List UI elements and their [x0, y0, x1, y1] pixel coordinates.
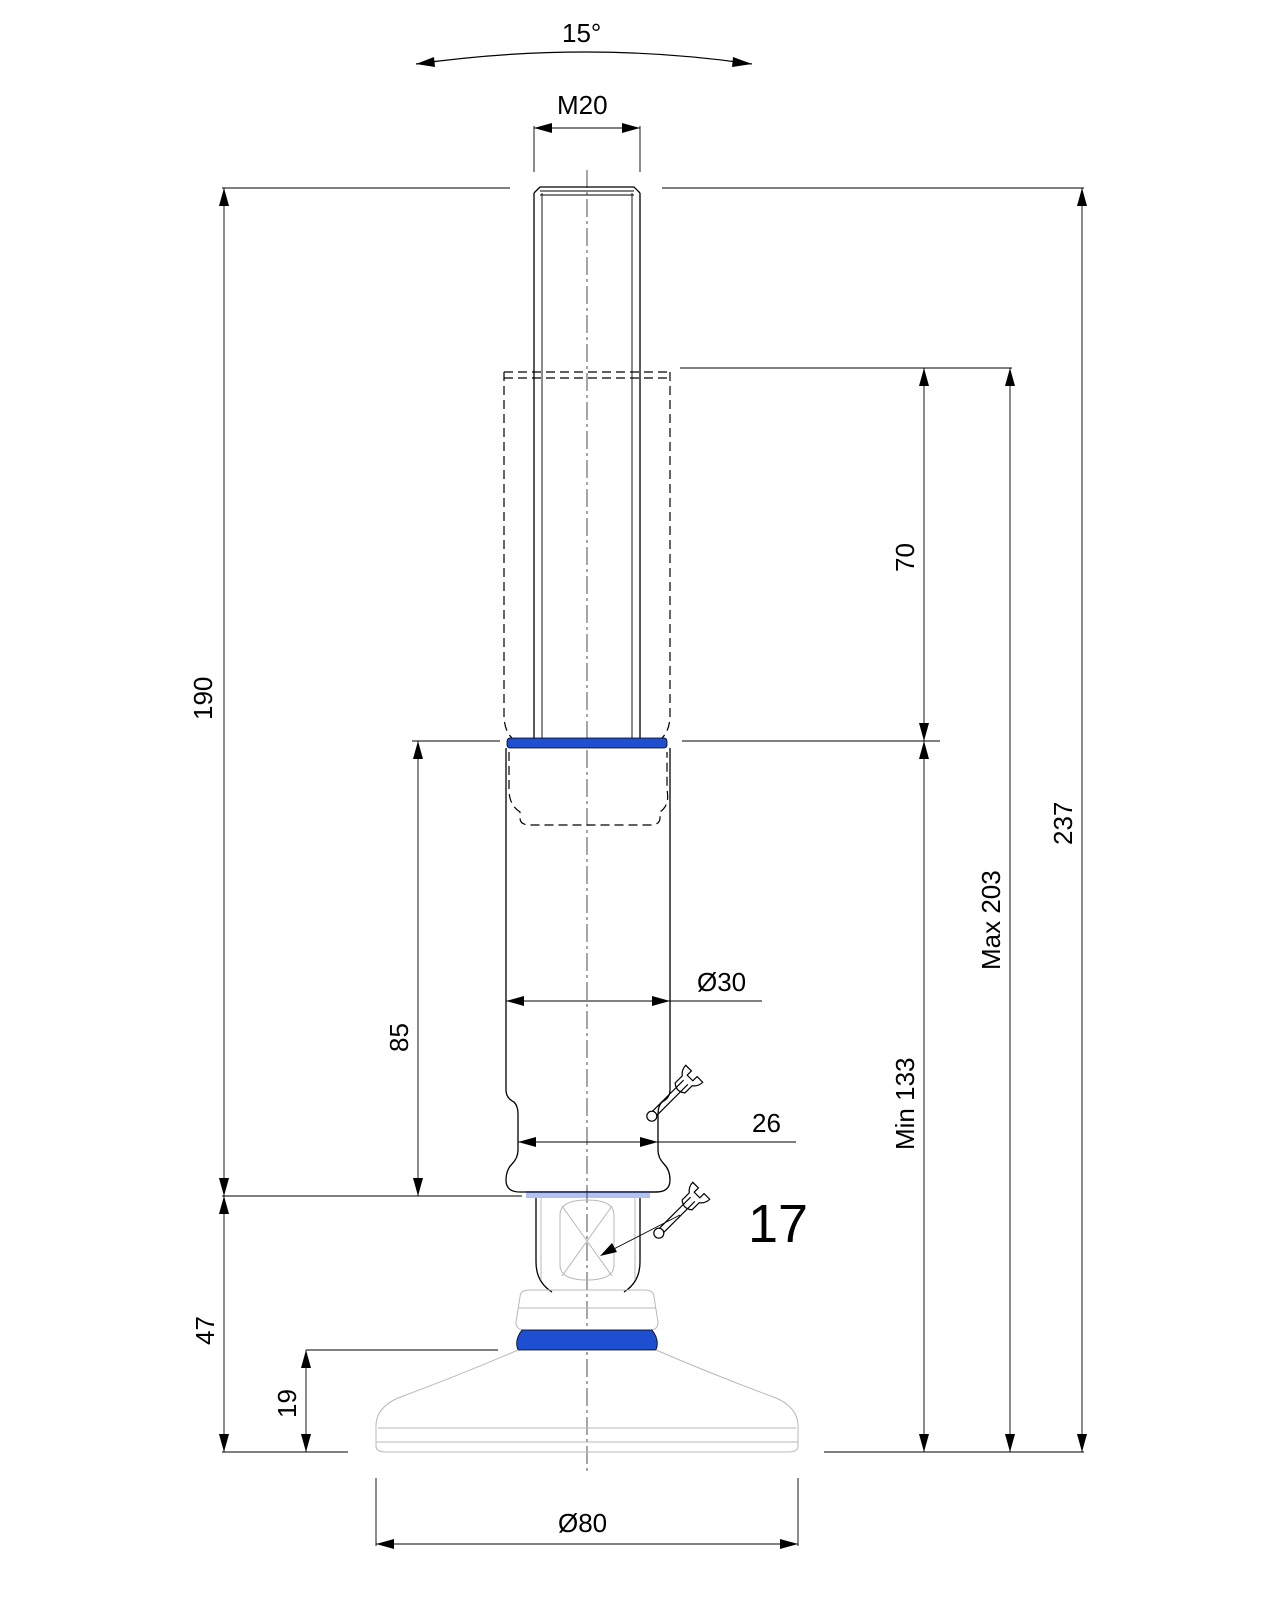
body-height-label: 190	[188, 677, 218, 720]
extended-position-outline	[503, 371, 671, 826]
foot-diameter-dimension: Ø80	[375, 1478, 799, 1549]
wrench-nut-size-label: 17	[748, 1194, 808, 1254]
wrench-icon	[653, 1181, 711, 1239]
foot-height-label: 19	[272, 1389, 302, 1418]
adjust-travel-label: 70	[890, 543, 920, 572]
lower-body	[526, 1191, 658, 1293]
body-height-dimension: 190	[188, 188, 229, 1196]
overall-height-dimension: 237	[1048, 188, 1087, 1452]
threaded-rod	[533, 186, 641, 740]
max-height-label: Max 203	[976, 870, 1006, 970]
tilt-angle-dimension: 15°	[415, 18, 753, 67]
base-height-label: 47	[190, 1316, 220, 1345]
wrench-flat-dimension: 26	[518, 1064, 796, 1147]
thread-dimension: M20	[533, 90, 641, 172]
wrench-icon	[646, 1064, 704, 1122]
thread-label: M20	[557, 90, 608, 120]
tube-diameter-label: Ø30	[697, 967, 746, 997]
foot-diameter-label: Ø80	[558, 1508, 607, 1538]
foot-pad	[375, 1349, 799, 1453]
max-height-dimension: Max 203	[976, 368, 1015, 1452]
extension-lines	[222, 187, 1084, 1453]
overall-height-label: 237	[1048, 802, 1078, 845]
tube-length-dimension: 85	[384, 741, 423, 1196]
ball-joint-collar	[515, 1289, 659, 1331]
foot-height-dimension: 19	[272, 1350, 311, 1452]
tube-length-label: 85	[384, 1023, 414, 1052]
base-height-dimension: 47	[190, 1196, 229, 1452]
min-height-dimension: Min 133	[890, 741, 929, 1452]
top-seal	[506, 737, 668, 749]
wrench-nut-callout: 17	[600, 1181, 808, 1256]
wrench-body-size-label: 26	[752, 1108, 781, 1138]
tube-diameter-dimension: Ø30	[506, 967, 762, 1006]
foot-seal	[516, 1329, 658, 1351]
min-height-label: Min 133	[890, 1058, 920, 1151]
adjust-travel-dimension: 70	[890, 368, 929, 741]
tilt-angle-label: 15°	[562, 18, 601, 48]
main-tube	[505, 748, 671, 1193]
